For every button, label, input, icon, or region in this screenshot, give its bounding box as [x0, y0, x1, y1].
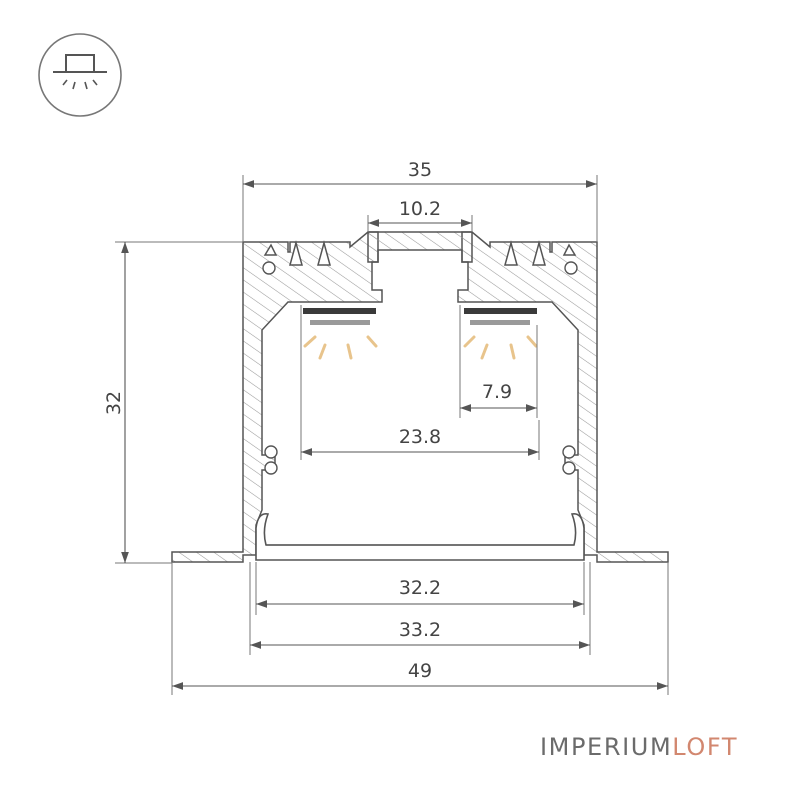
brand-logo-part1: IMPERIUM	[540, 733, 673, 761]
dim-inner-width-label: 23.8	[399, 426, 441, 448]
led-strip-right	[464, 308, 537, 325]
dim-outer-width-label: 35	[408, 159, 432, 181]
dim-diffuser-outer-label: 33.2	[399, 619, 441, 641]
dim-led-strip-label: 7.9	[482, 381, 512, 403]
extension-lines	[115, 175, 669, 695]
top-channel	[367, 231, 473, 263]
profile-body	[171, 231, 669, 563]
dim-height-label: 32	[103, 391, 125, 415]
profile-left-section	[171, 231, 383, 563]
profile-right-section	[457, 231, 669, 563]
dimension-lines	[121, 180, 668, 690]
light-beams	[303, 335, 538, 360]
recessed-mount-icon	[38, 33, 122, 117]
dim-diffuser-inner-label: 32.2	[399, 577, 441, 599]
brand-logo: IMPERIUMLOFT	[540, 733, 738, 761]
led-strip-left	[303, 308, 376, 325]
dim-flange-width-label: 49	[408, 660, 432, 682]
dim-top-opening-label: 10.2	[399, 198, 441, 220]
brand-logo-part2: LOFT	[672, 733, 739, 761]
diffuser	[255, 512, 585, 561]
